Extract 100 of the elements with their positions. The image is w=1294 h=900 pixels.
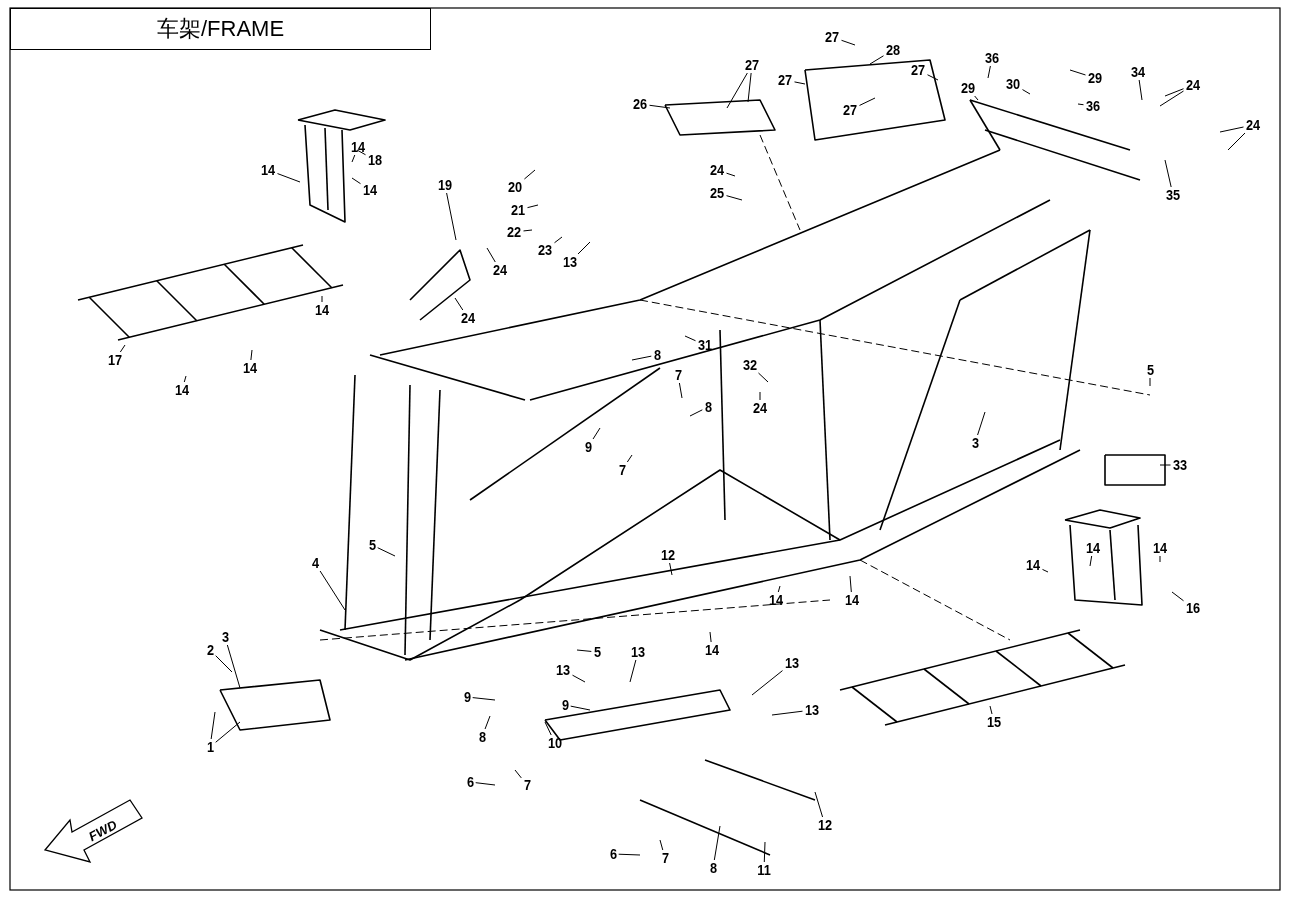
leader-line — [119, 344, 126, 353]
callout-number: 22 — [505, 223, 523, 241]
callout-number: 17 — [106, 351, 124, 369]
leader-line — [987, 65, 991, 79]
leader-line — [869, 55, 884, 65]
callout-number: 7 — [660, 849, 670, 867]
leader-line — [684, 335, 696, 342]
leader-line — [351, 154, 356, 163]
callout-number: 14 — [767, 591, 785, 609]
leader-line — [726, 172, 736, 177]
leader-line — [757, 372, 769, 383]
leader-line — [1164, 159, 1172, 188]
direction-label: FWD — [86, 816, 120, 845]
leader-line — [974, 95, 979, 101]
callout-number: 9 — [560, 696, 570, 714]
leader-line — [351, 177, 361, 185]
leader-line — [554, 236, 563, 244]
callout-number: 13 — [629, 643, 647, 661]
callout-number: 13 — [783, 654, 801, 672]
leader-line — [1159, 90, 1184, 107]
callout-number: 8 — [652, 346, 662, 364]
leader-line — [544, 721, 552, 736]
callout-number: 8 — [708, 859, 718, 877]
leader-line — [446, 192, 457, 241]
callout-number: 14 — [843, 591, 861, 609]
callout-number: 36 — [1084, 97, 1102, 115]
callout-number: 27 — [776, 71, 794, 89]
leader-line — [629, 659, 637, 683]
leader-line — [1089, 555, 1093, 567]
leader-line — [523, 169, 536, 180]
callout-number: 10 — [546, 734, 564, 752]
leader-line — [649, 104, 671, 109]
callout-number: 5 — [592, 643, 602, 661]
leader-line — [277, 173, 301, 183]
leader-line — [977, 411, 986, 436]
leader-line — [1219, 126, 1244, 133]
leader-line — [659, 839, 664, 851]
leader-line — [709, 631, 712, 643]
callout-number: 1 — [205, 738, 215, 756]
leader-line — [1164, 88, 1184, 97]
callout-number: 26 — [631, 95, 649, 113]
leader-line — [215, 655, 233, 673]
callout-number: 18 — [366, 151, 384, 169]
callout-number: 7 — [522, 776, 532, 794]
leader-line — [486, 247, 496, 263]
callout-number: 31 — [696, 336, 714, 354]
callout-number: 14 — [241, 359, 259, 377]
callout-number: 3 — [970, 434, 980, 452]
callout-number: 11 — [755, 861, 773, 879]
callout-number: 24 — [708, 161, 726, 179]
leader-line — [226, 644, 241, 689]
callout-number: 20 — [506, 178, 524, 196]
leader-line — [763, 841, 766, 863]
leader-line — [794, 81, 806, 85]
callout-number: 24 — [459, 309, 477, 327]
callout-number: 19 — [436, 176, 454, 194]
callout-number: 7 — [617, 461, 627, 479]
leader-line — [577, 241, 591, 255]
leader-line — [669, 562, 673, 576]
leader-line — [377, 547, 396, 557]
callout-number: 13 — [561, 253, 579, 271]
callout-number: 4 — [310, 554, 320, 572]
leader-line — [841, 39, 856, 46]
leader-line — [626, 454, 633, 463]
leader-line — [814, 791, 824, 818]
leader-line — [576, 649, 592, 652]
callout-number: 21 — [509, 201, 527, 219]
leader-line — [713, 825, 721, 861]
leader-line — [618, 853, 641, 856]
leader-line — [1227, 132, 1246, 151]
leader-line — [678, 382, 683, 399]
callout-number: 32 — [741, 356, 759, 374]
leader-line — [356, 149, 366, 156]
leader-line — [527, 204, 539, 209]
callout-number: 36 — [983, 49, 1001, 67]
leader-line — [1138, 79, 1143, 101]
callout-number: 27 — [743, 56, 761, 74]
leader-line — [751, 670, 783, 696]
leader-line — [1159, 464, 1171, 466]
callout-number: 14 — [349, 138, 367, 156]
leader-line — [321, 295, 323, 303]
callout-number: 12 — [659, 546, 677, 564]
leader-line — [454, 297, 464, 311]
callout-number: 24 — [1184, 76, 1202, 94]
leader-line — [631, 355, 652, 361]
callout-number: 25 — [708, 184, 726, 202]
callout-number: 5 — [367, 536, 377, 554]
callout-number: 34 — [1129, 63, 1147, 81]
leader-line — [726, 195, 743, 201]
callout-number: 29 — [959, 79, 977, 97]
callout-number: 2 — [205, 641, 215, 659]
callout-number: 5 — [1145, 361, 1155, 379]
leader-line — [726, 72, 748, 109]
leader-line — [1149, 377, 1151, 387]
callout-number: 14 — [313, 301, 331, 319]
callout-number: 14 — [259, 161, 277, 179]
callout-number: 14 — [173, 381, 191, 399]
callout-number: 8 — [703, 398, 713, 416]
callout-number: 15 — [985, 713, 1003, 731]
callout-number: 13 — [554, 661, 572, 679]
